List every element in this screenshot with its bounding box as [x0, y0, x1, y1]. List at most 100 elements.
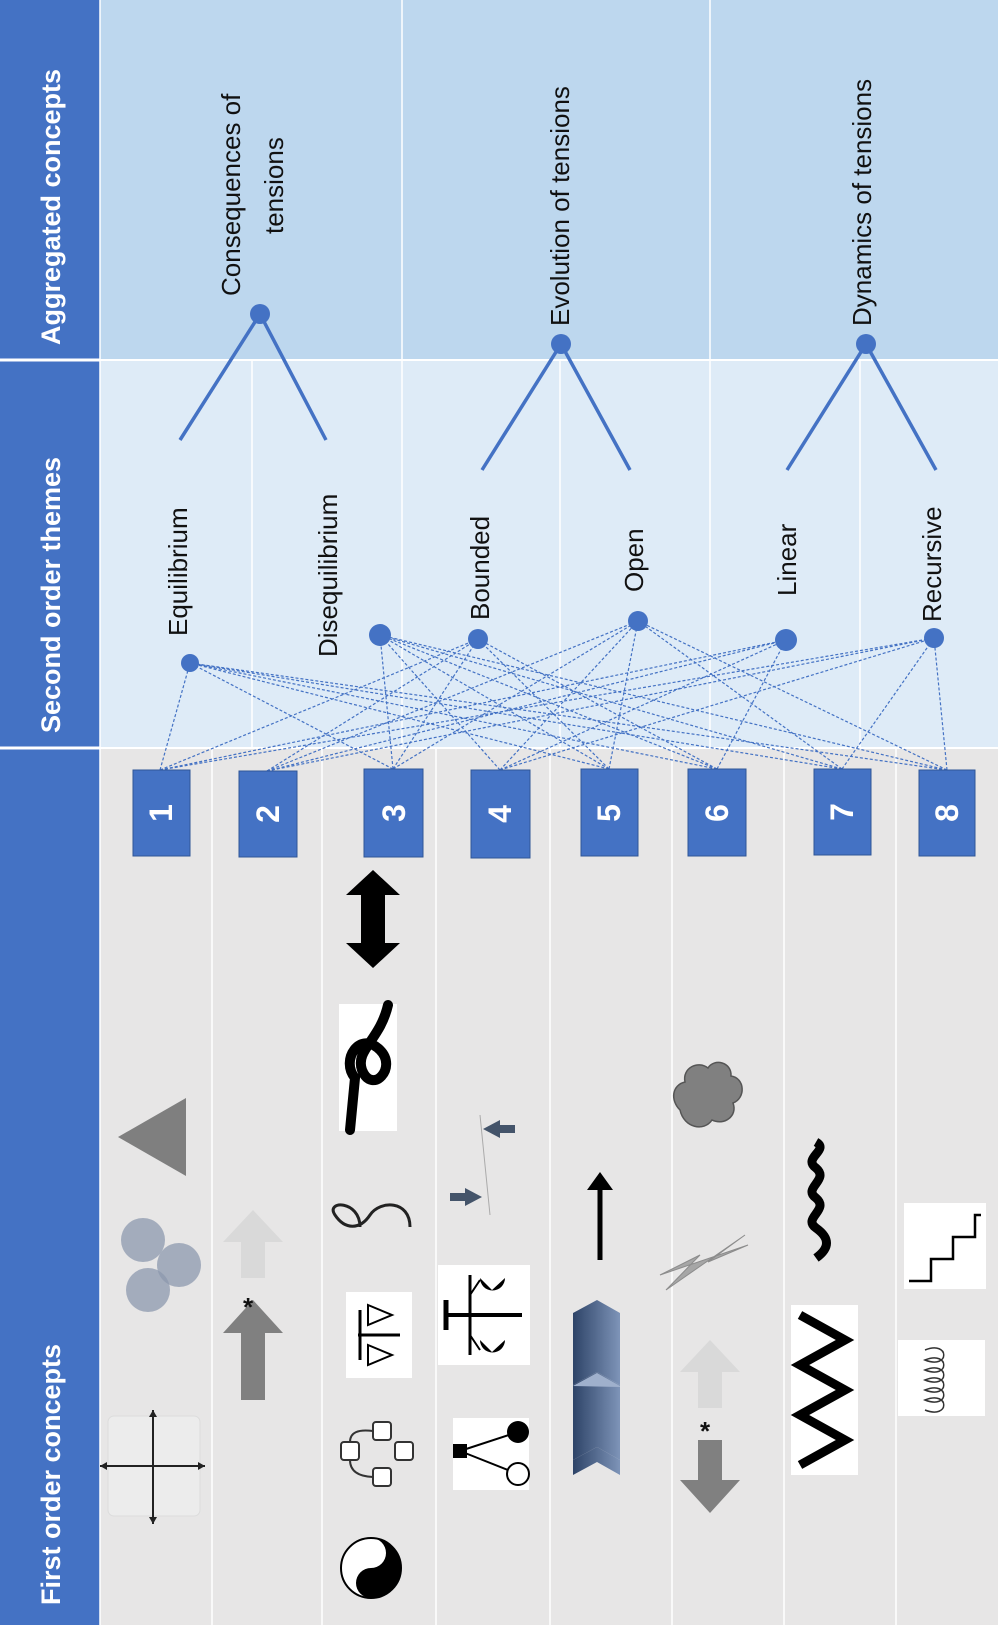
concept-number-4-label: 4	[482, 805, 518, 823]
concept-theme-link	[499, 639, 787, 771]
aggregated-label-consequences-line2: tensions	[259, 137, 289, 234]
concept-number-5: 5	[580, 768, 639, 857]
concept-theme-link	[189, 662, 718, 770]
concept-number-3: 3	[363, 768, 424, 858]
concept-theme-link	[933, 637, 948, 771]
concept-theme-link	[266, 638, 479, 772]
theme-label-equilibrium: Equilibrium	[163, 507, 193, 636]
header-bar	[0, 0, 100, 1625]
lightning-icon	[659, 1234, 749, 1291]
yin-yang-icon	[340, 1537, 402, 1599]
concept-theme-link	[392, 620, 639, 770]
aggregated-label-evolution: Evolution of tensions	[545, 86, 575, 326]
concept-number-2: 2	[238, 770, 298, 858]
concept-number-3-label: 3	[376, 804, 412, 822]
theme-label-disequilibrium: Disequilibrium	[313, 494, 343, 657]
concept-theme-link	[637, 620, 843, 770]
concept-theme-link	[189, 662, 394, 770]
network-nodes-icon	[453, 1418, 530, 1490]
first-order-header: First order concepts	[36, 1344, 66, 1605]
concept-number-6: 6	[687, 768, 747, 857]
theme-node-recursive	[924, 628, 944, 648]
aggregated-node-evolution	[551, 334, 571, 354]
aggregation-links	[178, 313, 938, 471]
concept-theme-link	[266, 639, 787, 772]
second-order-column	[100, 360, 998, 748]
scale-icon	[438, 1265, 530, 1365]
spiral-spring-icon	[898, 1340, 985, 1416]
concept-theme-link	[392, 638, 479, 770]
concept-theme-link	[379, 634, 501, 771]
concept-theme-link	[266, 620, 639, 772]
theme-node-bounded	[468, 629, 488, 649]
concept-theme-link	[637, 620, 948, 771]
concept-theme-link	[477, 638, 718, 770]
concept-theme-link	[159, 638, 479, 771]
axes-icon	[100, 1410, 205, 1524]
theme-node-equilibrium	[181, 654, 199, 672]
concept-number-5-label: 5	[591, 804, 627, 822]
svg-text:*: *	[700, 1416, 711, 1446]
concept-number-6-label: 6	[699, 804, 735, 822]
overlapping-circles-icon	[121, 1218, 201, 1312]
knot-icon	[339, 1000, 397, 1135]
theme-node-linear	[775, 629, 797, 651]
cycle-boxes-icon	[340, 1421, 414, 1487]
stairs-icon	[904, 1203, 986, 1289]
concept-number-8-label: 8	[929, 804, 965, 822]
theme-nodes	[181, 611, 944, 672]
theme-node-open	[628, 611, 648, 631]
wave-icon	[807, 1138, 831, 1262]
converging-arrows-icon	[450, 1114, 515, 1216]
svg-text:*: *	[243, 1292, 254, 1322]
chevron-progress-icon	[573, 1300, 620, 1475]
concept-number-7: 7	[813, 768, 872, 856]
concept-number-1-label: 1	[143, 804, 179, 822]
zigzag-icon	[790, 1305, 858, 1475]
row-dividers	[99, 0, 897, 1625]
concept-theme-link	[379, 634, 948, 771]
concept-theme-links	[159, 620, 948, 772]
aggregated-column	[100, 0, 998, 360]
concept-theme-link	[841, 637, 935, 770]
concept-theme-link	[608, 620, 639, 770]
aggregated-label-dynamics: Dynamics of tensions	[847, 79, 877, 326]
concept-theme-link	[716, 639, 787, 770]
concept-theme-link	[189, 662, 843, 770]
concept-number-1: 1	[132, 769, 191, 857]
concept-theme-link	[189, 662, 948, 771]
concept-theme-link	[159, 639, 787, 771]
theme-label-recursive: Recursive	[917, 506, 947, 622]
theme-label-bounded: Bounded	[465, 516, 495, 620]
concept-theme-link	[379, 634, 610, 770]
aggregated-node-consequences	[250, 304, 270, 324]
concept-number-2-label: 2	[250, 805, 286, 823]
up-arrow-icon	[587, 1172, 613, 1260]
aggregated-header: Aggregated concepts	[36, 69, 66, 345]
concept-theme-link	[159, 637, 935, 771]
concept-theme-link	[189, 662, 610, 770]
concept-theme-link	[477, 638, 610, 770]
concept-number-7-label: 7	[824, 803, 860, 821]
aggregated-label-consequences-line1: Consequences of	[216, 93, 246, 296]
theme-label-linear: Linear	[772, 523, 802, 596]
concept-theme-link	[159, 662, 191, 771]
cloud-icon	[673, 1061, 743, 1128]
second-order-header: Second order themes	[36, 457, 66, 733]
concept-number-4: 4	[470, 769, 531, 859]
aggregated-node-dynamics	[856, 334, 876, 354]
concept-theme-link	[379, 634, 843, 770]
balance-scale-icon	[346, 1292, 412, 1378]
concept-theme-link	[499, 620, 639, 771]
triangle-icon	[118, 1098, 186, 1176]
concept-theme-link	[266, 637, 935, 772]
opposing-arrows-icon: *	[680, 1340, 740, 1513]
theme-label-open: Open	[619, 528, 649, 592]
concept-number-8: 8	[918, 769, 976, 857]
concept-theme-link	[379, 634, 718, 770]
opposing-arrows-icon: *	[223, 1210, 283, 1400]
first-order-column	[100, 748, 998, 1625]
theme-node-disequilibrium	[369, 624, 391, 646]
infinity-icon	[331, 1203, 412, 1228]
